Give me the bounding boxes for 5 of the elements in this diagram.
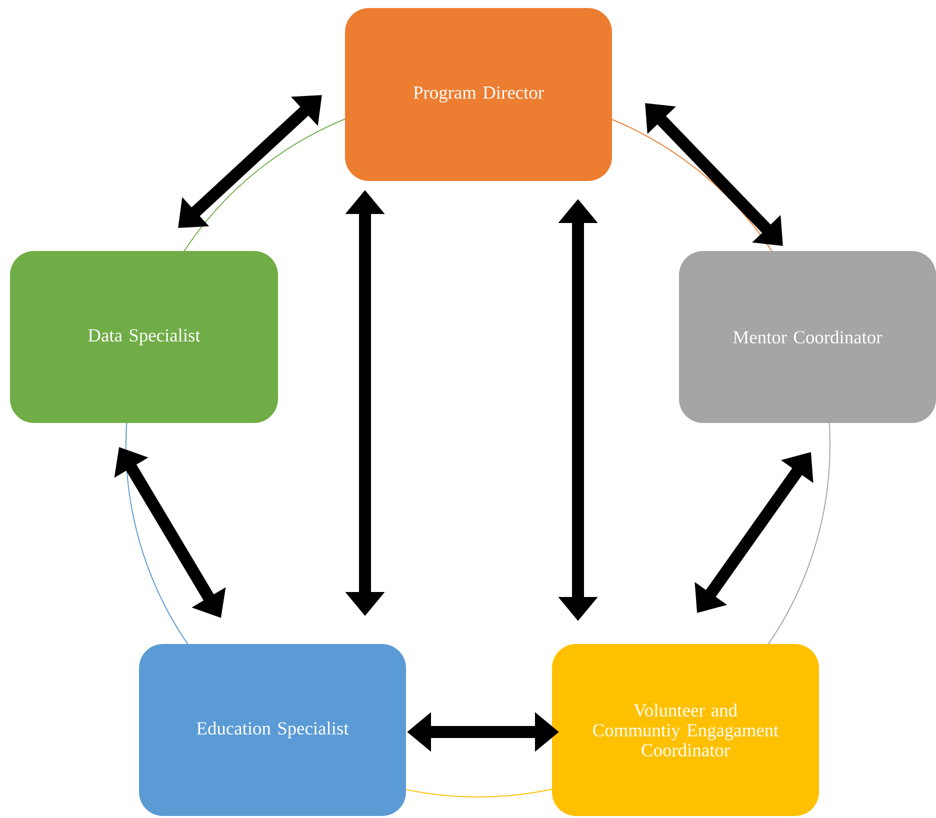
role-box: Education Specialist <box>139 644 406 816</box>
role-box: Mentor Coordinator <box>679 250 936 423</box>
role-box: Volunteer and Communtiy Engagament Coordinator <box>552 644 819 816</box>
role-box: Program Director <box>345 8 612 181</box>
role-box: Data Specialist <box>10 250 278 423</box>
